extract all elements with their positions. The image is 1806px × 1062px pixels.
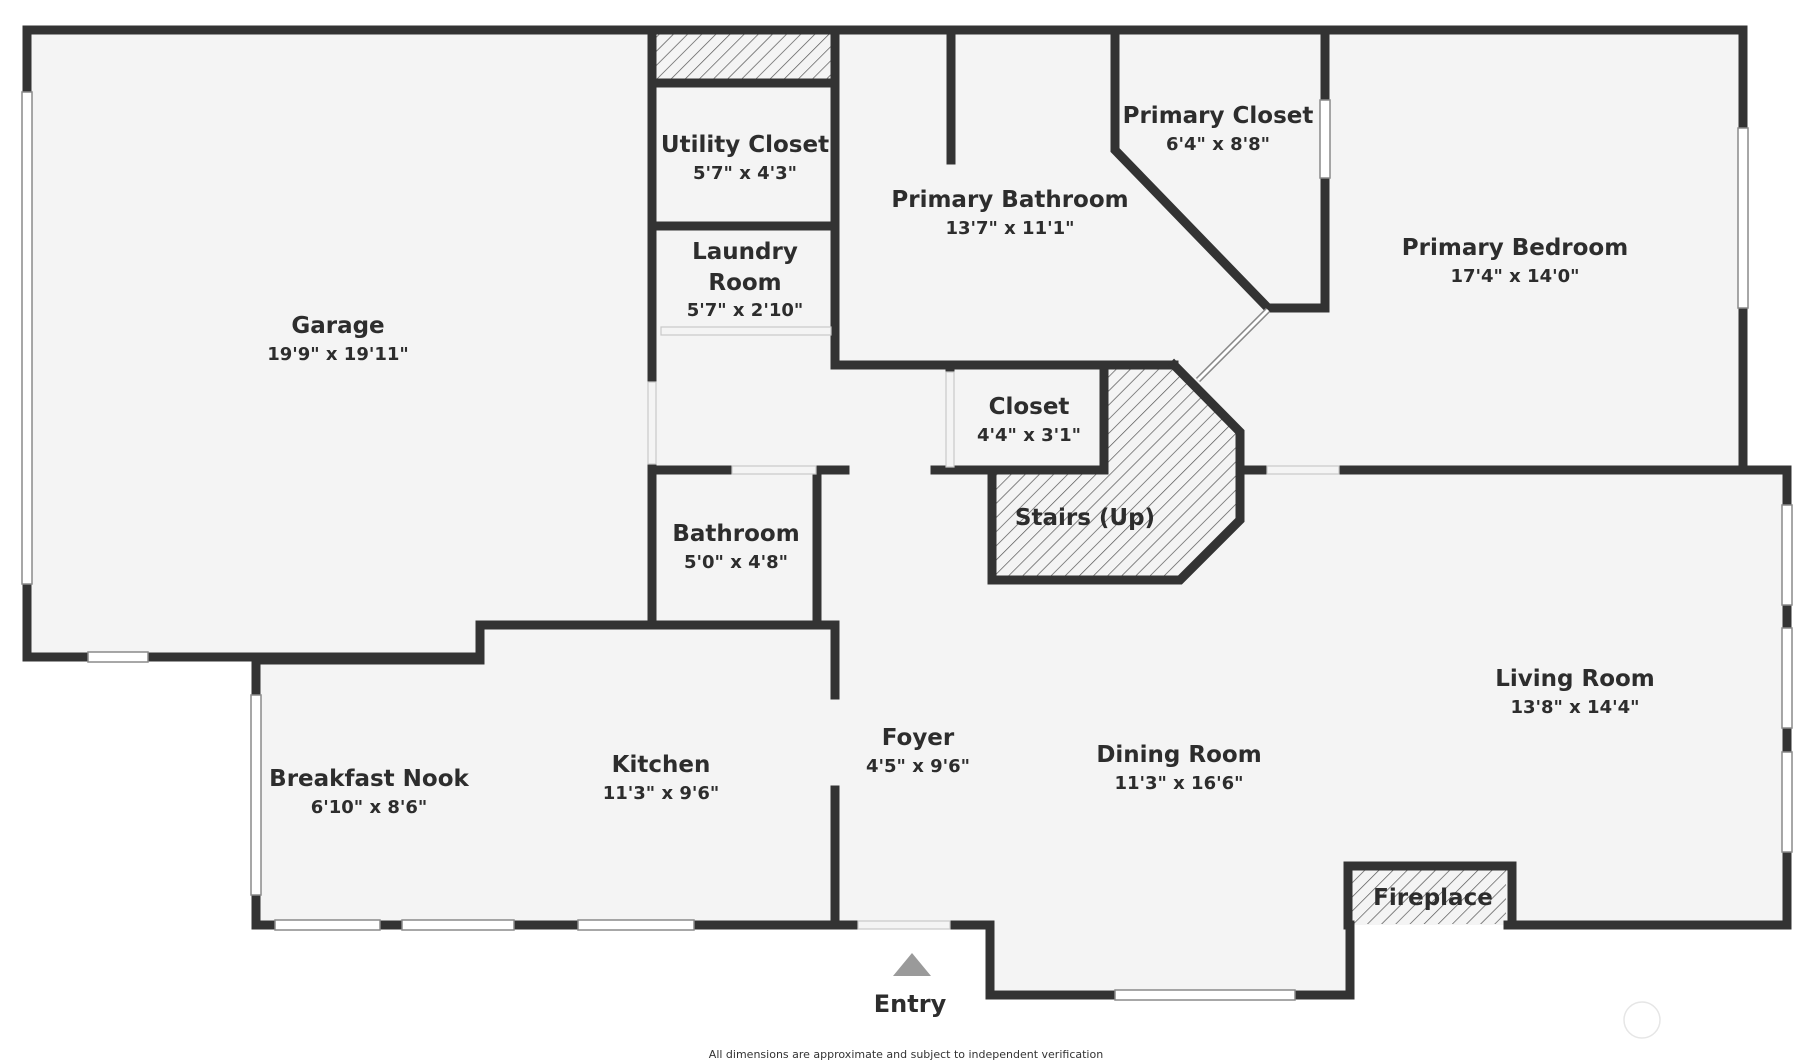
utility-hatch — [656, 33, 831, 81]
fireplace-name: Fireplace — [1373, 885, 1493, 911]
breakfast-nook-name: Breakfast Nook — [269, 766, 469, 792]
primary-bedroom-dims: 17'4" x 14'0" — [1450, 266, 1579, 287]
walls — [22, 25, 1792, 1000]
stairs-hatch — [992, 369, 1240, 580]
dining-room-dims: 11'3" x 16'6" — [1114, 773, 1243, 794]
fireplace-hatch — [1348, 870, 1506, 924]
laundry-room-name-1: Laundry — [692, 239, 798, 265]
bathroom-dims: 5'0" x 4'8" — [684, 552, 788, 573]
living-room-dims: 13'8" x 14'4" — [1510, 697, 1639, 718]
breakfast-nook-dims: 6'10" x 8'6" — [311, 797, 428, 818]
circle-outline-icon — [1623, 1001, 1661, 1039]
stairs-name: Stairs (Up) — [1015, 505, 1155, 531]
doors — [647, 326, 1340, 930]
garage-name: Garage — [291, 313, 384, 339]
primary-closet-name: Primary Closet — [1123, 103, 1314, 129]
closet-name: Closet — [989, 394, 1070, 420]
garage-dims: 19'9" x 19'11" — [267, 344, 409, 365]
utility-closet-dims: 5'7" x 4'3" — [693, 163, 797, 184]
living-room-name: Living Room — [1495, 666, 1655, 692]
foyer-dims: 4'5" x 9'6" — [866, 756, 970, 777]
laundry-room-dims: 5'7" x 2'10" — [687, 300, 804, 321]
hatched-features — [656, 33, 1506, 924]
room-labels: Garage 19'9" x 19'11" Utility Closet 5'7… — [267, 103, 1655, 1061]
kitchen-dims: 11'3" x 9'6" — [603, 783, 720, 804]
primary-closet-dims: 6'4" x 8'8" — [1166, 134, 1270, 155]
floor-fill — [27, 30, 1788, 990]
kitchen-name: Kitchen — [612, 752, 711, 778]
dining-room-name: Dining Room — [1096, 742, 1261, 768]
entry-label: Entry — [874, 990, 947, 1018]
laundry-room-name-2: Room — [708, 270, 781, 296]
foyer-name: Foyer — [882, 725, 955, 751]
primary-bedroom-name: Primary Bedroom — [1402, 235, 1628, 261]
bathroom-name: Bathroom — [672, 521, 799, 547]
disclaimer-note: All dimensions are approximate and subje… — [709, 1048, 1103, 1061]
closet-dims: 4'4" x 3'1" — [977, 425, 1081, 446]
primary-bathroom-dims: 13'7" x 11'1" — [945, 218, 1074, 239]
primary-bathroom-name: Primary Bathroom — [891, 187, 1128, 213]
windows — [21, 91, 1793, 1001]
utility-closet-name: Utility Closet — [661, 132, 829, 158]
triangle-up-icon — [893, 953, 931, 976]
